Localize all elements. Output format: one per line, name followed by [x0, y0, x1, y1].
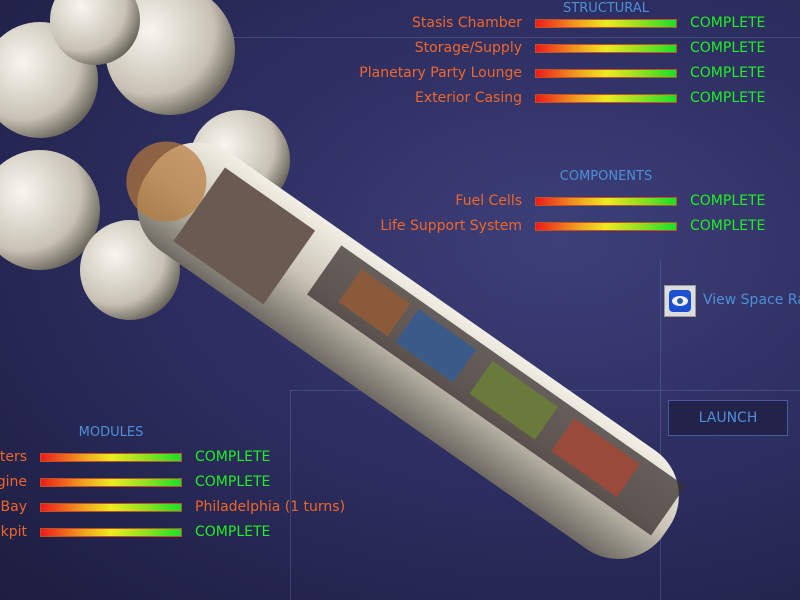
row-label: Life Support System — [380, 218, 522, 234]
row-label: Planetary Party Lounge — [359, 65, 522, 81]
row-label: ckpit — [0, 524, 27, 540]
modules-header: MODULES — [78, 425, 144, 440]
progress-bar — [40, 453, 182, 462]
structural-header: STRUCTURAL — [563, 1, 649, 16]
status-text: COMPLETE — [690, 193, 766, 209]
eye-monitor-icon[interactable] — [664, 285, 696, 317]
status-text: COMPLETE — [195, 474, 271, 490]
row-label: gine — [0, 474, 27, 490]
components-header: COMPONENTS — [559, 169, 653, 184]
status-text: COMPLETE — [690, 218, 766, 234]
progress-bar — [40, 478, 182, 487]
progress-bar — [535, 69, 677, 78]
status-text: COMPLETE — [690, 90, 766, 106]
divider — [290, 390, 291, 600]
progress-bar — [535, 197, 677, 206]
status-text: COMPLETE — [195, 449, 271, 465]
view-space-race-link[interactable]: View Space Ra — [703, 292, 800, 308]
status-text: COMPLETE — [690, 15, 766, 31]
progress-bar — [40, 528, 182, 537]
progress-bar — [535, 94, 677, 103]
row-label: sters — [0, 449, 27, 465]
status-text: COMPLETE — [690, 40, 766, 56]
status-text: Philadelphia (1 turns) — [195, 499, 346, 515]
progress-bar — [535, 44, 677, 53]
status-text: COMPLETE — [690, 65, 766, 81]
row-label: Fuel Cells — [455, 193, 522, 209]
row-label: Storage/Supply — [414, 40, 522, 56]
row-label: Exterior Casing — [415, 90, 522, 106]
divider — [0, 37, 800, 38]
progress-bar — [535, 222, 677, 231]
launch-button[interactable]: LAUNCH — [668, 400, 788, 436]
progress-bar — [40, 503, 182, 512]
status-text: COMPLETE — [195, 524, 271, 540]
ship-hull — [126, 141, 686, 559]
progress-bar — [535, 19, 677, 28]
row-label: Bay — [0, 499, 27, 515]
row-label: Stasis Chamber — [411, 15, 522, 31]
divider — [660, 260, 661, 600]
